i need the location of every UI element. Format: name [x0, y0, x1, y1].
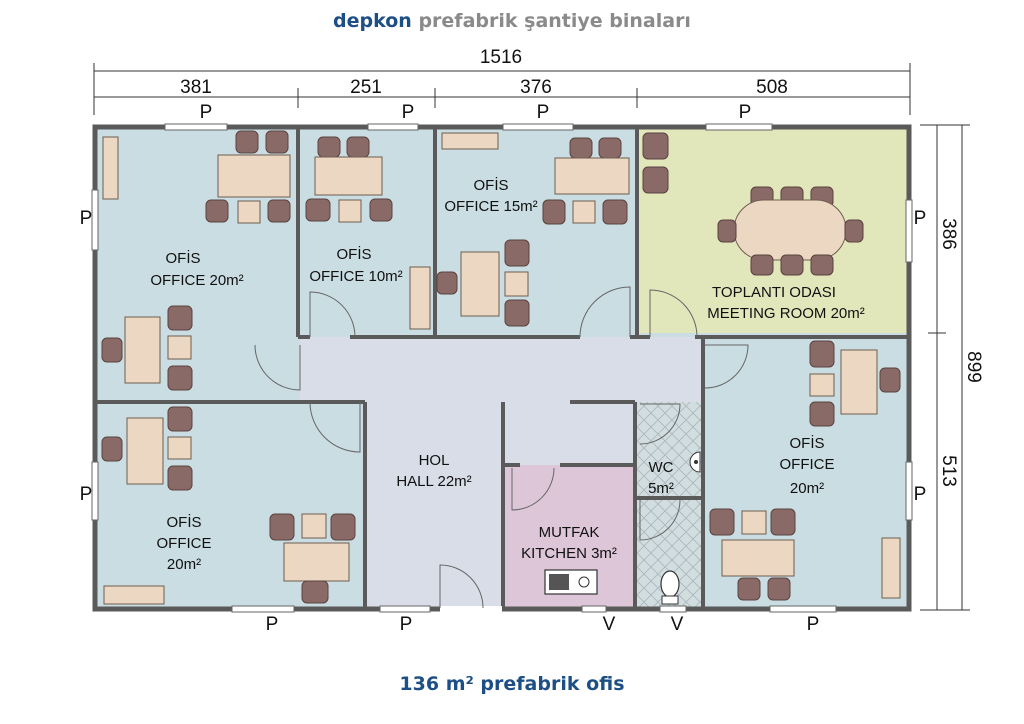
meeting-label-line1: TOPLANTI ODASI [712, 284, 836, 301]
plan-caption: 136 m² prefabrik ofis [399, 673, 625, 695]
panel-marker: P [80, 208, 93, 229]
office1-label-line2: OFFICE 20m² [150, 272, 243, 289]
office4-label-line1: OFİS [166, 513, 201, 531]
panel-marker: P [200, 102, 213, 123]
total-width-label: 1516 [480, 47, 522, 68]
office1-label-line1: OFİS [165, 249, 200, 267]
panel-marker: P [400, 614, 413, 635]
top-dimensions [93, 63, 911, 115]
office4-label-line2: OFFICE [157, 535, 212, 552]
panel-marker: P [807, 614, 820, 635]
office1-furniture [101, 130, 291, 391]
panel-marker: P [537, 102, 550, 123]
height-label-2: 513 [938, 455, 959, 487]
panel-marker: P [402, 102, 415, 123]
office3-furniture [436, 132, 630, 327]
wc-label-line1: WC [649, 459, 674, 476]
total-height-label: 899 [963, 351, 984, 383]
vent-marker: V [603, 614, 616, 635]
page-title: depkon prefabrik şantiye binaları [0, 10, 1024, 32]
panel-marker: P [739, 102, 752, 123]
panel-marker: P [266, 614, 279, 635]
brand-name: depkon [333, 10, 412, 32]
kitchen-label-line1: MUTFAK [539, 524, 600, 541]
right-dimensions [920, 124, 970, 611]
wc-label-line2: 5m² [648, 480, 674, 497]
office2-furniture [305, 136, 431, 330]
meeting-furniture [642, 132, 864, 276]
width-label-3: 376 [520, 77, 552, 98]
panel-marker: P [80, 484, 93, 505]
width-label-1: 381 [180, 77, 212, 98]
panel-marker: P [914, 208, 927, 229]
office3-label-line1: OFİS [473, 176, 508, 194]
office4-furniture [101, 406, 356, 605]
meeting-label-line2: MEETING ROOM 20m² [707, 305, 865, 322]
width-label-4: 508 [756, 77, 788, 98]
inner-walls [95, 127, 909, 609]
width-label-2: 251 [350, 77, 382, 98]
office3-label-line2: OFFICE 15m² [444, 198, 537, 215]
washbasin-icon [689, 451, 701, 473]
office2-label-line1: OFİS [336, 245, 371, 263]
panel-marker: P [914, 484, 927, 505]
windows [91, 123, 913, 613]
vent-marker: V [671, 614, 684, 635]
toilet-icon [660, 570, 680, 605]
hall-label-line2: HALL 22m² [396, 473, 471, 490]
height-label-1: 386 [938, 218, 959, 250]
hall-label-line1: HOL [419, 452, 450, 469]
kitchen-label-line2: KITCHEN 3m² [521, 545, 617, 562]
doors [254, 286, 749, 609]
office5-label-line2: OFFICE [780, 456, 835, 473]
brand-subtitle: prefabrik şantiye binaları [418, 10, 691, 32]
office2-label-line2: OFFICE 10m² [309, 268, 402, 285]
office5-label-line3: 20m² [790, 480, 824, 497]
office5-label-line1: OFİS [789, 434, 824, 452]
office5-furniture [709, 340, 901, 601]
office4-label-line3: 20m² [167, 556, 201, 573]
sink-icon [544, 569, 598, 595]
